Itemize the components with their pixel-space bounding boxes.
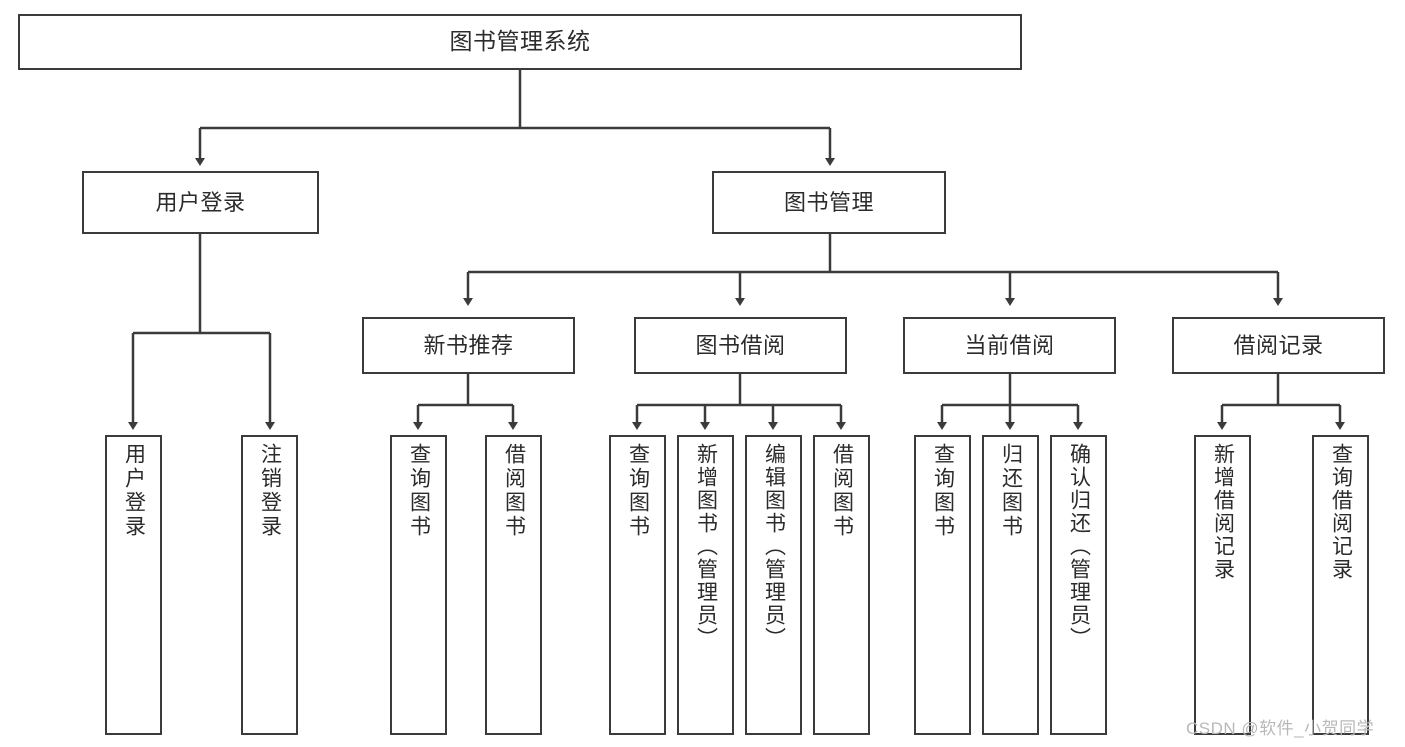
- leaf-borrow-book-recommend[interactable]: 借阅图书: [485, 435, 542, 735]
- node-user-login[interactable]: 用户登录: [82, 171, 319, 234]
- node-label: 新书推荐: [423, 332, 514, 358]
- node-label: 查询图书: [407, 443, 431, 539]
- leaf-query-book-recommend[interactable]: 查询图书: [390, 435, 447, 735]
- node-current-borrowing[interactable]: 当前借阅: [903, 317, 1116, 374]
- node-label: 注销登录: [258, 443, 282, 539]
- node-root-book-management-system[interactable]: 图书管理系统: [18, 14, 1022, 70]
- leaf-confirm-return-admin[interactable]: 确认归还（管理员）: [1050, 435, 1107, 735]
- node-label: 借阅记录: [1233, 332, 1324, 358]
- node-label: 借阅图书: [830, 443, 854, 539]
- leaf-add-borrow-record[interactable]: 新增借阅记录: [1194, 435, 1251, 735]
- leaf-query-borrow-record[interactable]: 查询借阅记录: [1312, 435, 1369, 735]
- node-label: 确认归还（管理员）: [1067, 443, 1091, 650]
- node-label: 用户登录: [122, 443, 146, 539]
- node-label: 图书借阅: [695, 332, 786, 358]
- node-label: 查询图书: [626, 443, 650, 539]
- node-label: 新增图书（管理员）: [694, 443, 718, 650]
- leaf-borrow-book[interactable]: 借阅图书: [813, 435, 870, 735]
- node-label: 用户登录: [155, 189, 246, 215]
- node-label: 编辑图书（管理员）: [762, 443, 786, 650]
- leaf-query-book-borrow[interactable]: 查询图书: [609, 435, 666, 735]
- leaf-edit-book-admin[interactable]: 编辑图书（管理员）: [745, 435, 802, 735]
- leaf-user-login[interactable]: 用户登录: [105, 435, 162, 735]
- node-book-borrowing[interactable]: 图书借阅: [634, 317, 847, 374]
- leaf-add-book-admin[interactable]: 新增图书（管理员）: [677, 435, 734, 735]
- node-label: 当前借阅: [964, 332, 1055, 358]
- node-new-book-recommendation[interactable]: 新书推荐: [362, 317, 575, 374]
- node-label: 图书管理: [783, 189, 874, 215]
- node-label: 查询图书: [931, 443, 955, 539]
- node-book-management[interactable]: 图书管理: [712, 171, 946, 234]
- node-label: 借阅图书: [502, 443, 526, 539]
- leaf-query-book-current[interactable]: 查询图书: [914, 435, 971, 735]
- node-borrowing-record[interactable]: 借阅记录: [1172, 317, 1385, 374]
- node-label: 归还图书: [999, 443, 1023, 539]
- node-label: 图书管理系统: [449, 28, 591, 55]
- node-label: 新增借阅记录: [1211, 443, 1235, 581]
- watermark: CSDN @软件_小贺同学: [1186, 719, 1375, 738]
- leaf-return-book[interactable]: 归还图书: [982, 435, 1039, 735]
- node-label: 查询借阅记录: [1329, 443, 1353, 581]
- leaf-logout[interactable]: 注销登录: [241, 435, 298, 735]
